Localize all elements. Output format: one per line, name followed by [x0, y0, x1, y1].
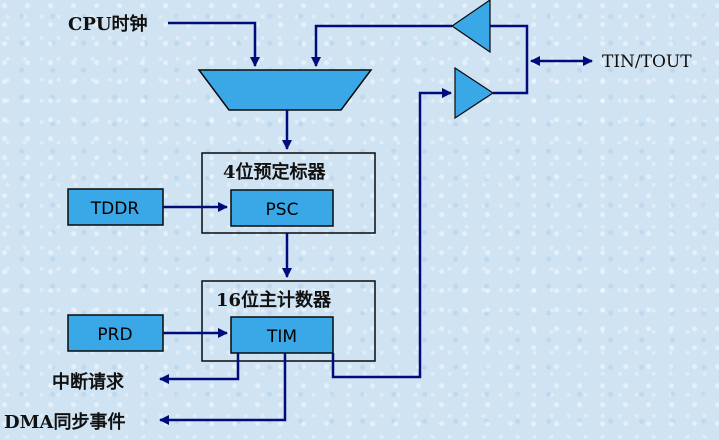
tim-label: TIM — [266, 327, 297, 347]
dma-sync-event-label: DMA同步事件 — [4, 411, 126, 433]
prd-block — [67, 314, 164, 352]
tin-tout-label: TIN/TOUT — [602, 52, 692, 72]
input-buffer-triangle — [450, 0, 491, 54]
psc-block — [230, 189, 334, 227]
output-buffer-triangle — [454, 66, 495, 120]
cpu-clock-label: CPU时钟 — [68, 13, 148, 35]
wire-buffers-to-pin — [490, 24, 529, 95]
prd-label: PRD — [97, 325, 132, 345]
wire-cpu-clock-to-mux — [168, 21, 260, 67]
prescaler-label: 4位预定标器 — [223, 161, 327, 183]
prescaler-frame — [201, 152, 376, 234]
wire-tim-to-dma — [159, 353, 287, 425]
interrupt-request-label: 中断请求 — [52, 371, 125, 393]
wire-tim-to-interrupt — [159, 353, 240, 384]
tim-block — [230, 316, 334, 354]
wire-input-buffer-to-mux — [311, 24, 452, 67]
clock-mux — [197, 69, 373, 111]
wire-tim-to-output-buffer — [331, 88, 452, 379]
tddr-block — [67, 188, 164, 226]
main-counter-label: 16位主计数器 — [216, 289, 332, 311]
psc-label: PSC — [266, 200, 299, 220]
main-counter-frame — [201, 280, 376, 362]
tddr-label: TDDR — [90, 199, 140, 219]
